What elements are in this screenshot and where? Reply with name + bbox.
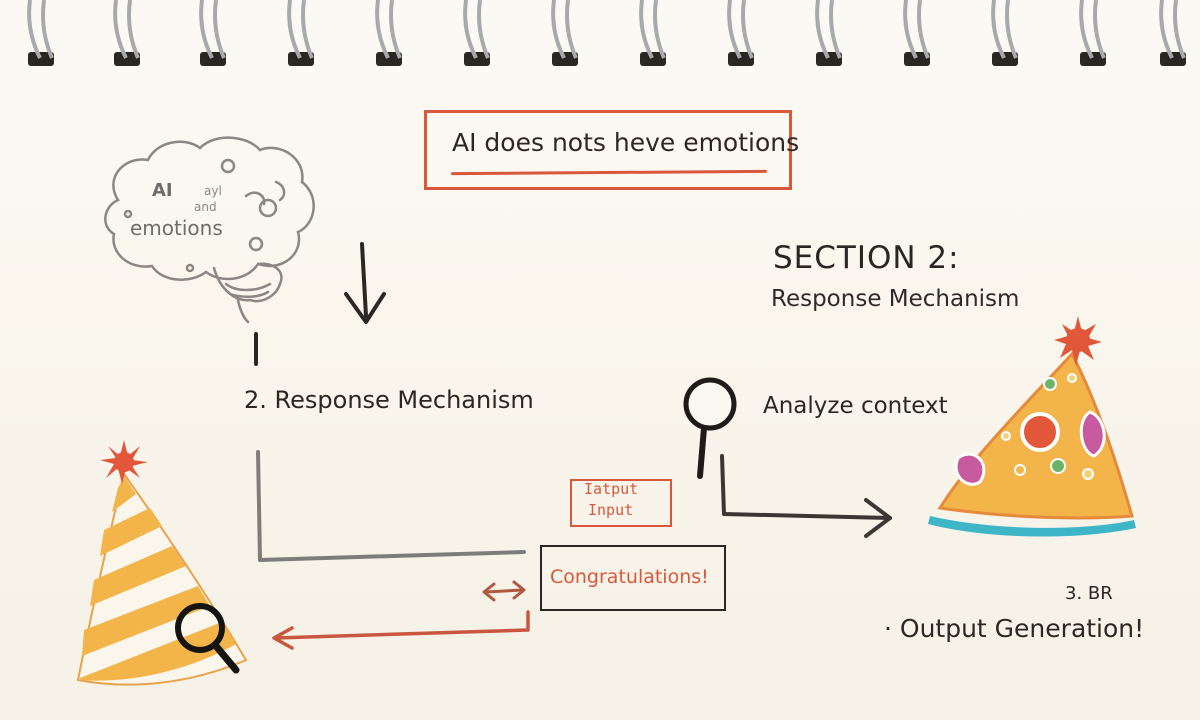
magnifier-icon [683, 377, 737, 479]
brain-label-scribble: ayl [204, 184, 222, 198]
congratulations-box [540, 545, 726, 611]
brain-label-emotions: emotions [130, 216, 223, 240]
congratulations-label: Congratulations! [550, 566, 709, 588]
down-arrow-icon [344, 242, 386, 324]
analyze-context-label: Analyze context [763, 393, 948, 419]
output-generation-label: · Output Generation! [884, 614, 1145, 643]
analyze-arrow [720, 454, 892, 538]
spiral-binding [0, 0, 1200, 80]
party-hat-icon [928, 316, 1136, 537]
brain-label-ai: AI [152, 180, 173, 201]
title-box [424, 110, 792, 190]
section-subheading: Response Mechanism [771, 286, 1020, 312]
party-hat-icon [76, 440, 248, 686]
input-label-line-1: Iatput [584, 480, 639, 498]
input-box [570, 479, 672, 527]
input-label-line-2: Input [588, 501, 634, 519]
brain-icon [104, 136, 315, 324]
step-3-number: 3. BR [1065, 583, 1113, 604]
page-title: AI does nots heve emotions [452, 128, 800, 157]
return-arrow [272, 610, 530, 650]
flow-line-grey [256, 450, 526, 562]
brain-label-scribble: and [194, 200, 217, 214]
section-heading: SECTION 2: [773, 240, 960, 276]
double-arrow-icon [482, 580, 526, 602]
step-2-label: 2. Response Mechanism [244, 386, 534, 414]
